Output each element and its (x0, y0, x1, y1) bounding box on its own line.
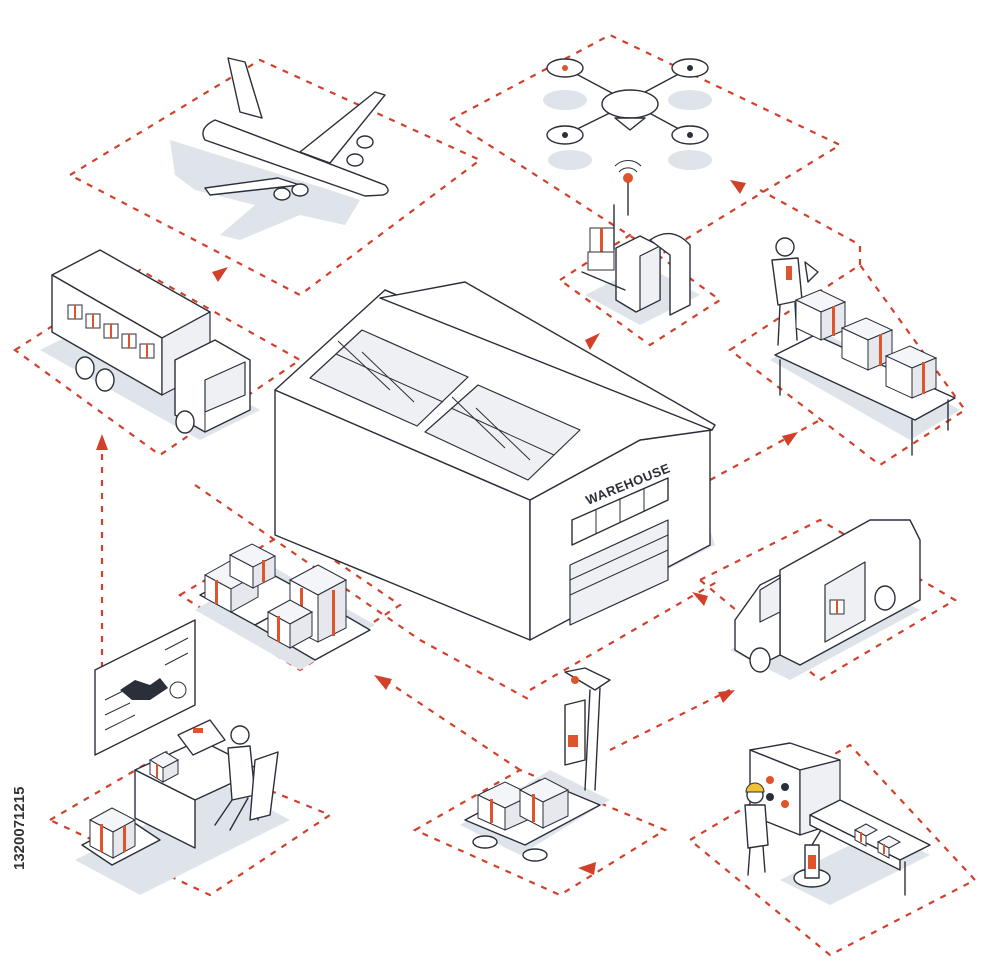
laptop-icon (177, 719, 226, 756)
box-stack-2 (266, 564, 348, 649)
route-truck-area (13, 268, 303, 457)
engineer-icon (744, 782, 769, 876)
drone-icon (543, 58, 712, 170)
packing-worker-icon (770, 237, 960, 456)
truck-icon (40, 249, 260, 440)
route-van-to-jack (609, 689, 731, 751)
arrow-to-packing (782, 432, 798, 446)
flow-arrows (96, 180, 798, 875)
electric-forklift-icon (581, 160, 700, 325)
skylight-right (424, 384, 581, 481)
route-jack-to-pallets (384, 679, 521, 771)
arrow-truck-to-plane (212, 267, 228, 282)
delivery-van-icon (730, 519, 921, 680)
pallet-jack-icon (460, 667, 611, 862)
route-pallet-jack-area (412, 768, 668, 897)
operator-icon (214, 725, 256, 831)
parcel-1-icon (794, 289, 847, 341)
box-stack-1 (203, 543, 277, 613)
route-drone-area (447, 33, 843, 257)
wall-dashboard-icon (94, 619, 196, 756)
propeller-4-icon (671, 125, 709, 145)
arrow-to-drone (730, 180, 746, 194)
pallets-icon (195, 543, 375, 670)
skylight-left (309, 329, 469, 427)
jack-parcels (476, 777, 570, 831)
parcel-3-icon (884, 345, 938, 399)
warehouse-building: WAREHOUSE (274, 281, 716, 641)
route-packing-area (728, 263, 967, 467)
arrow-to-forklift (585, 333, 600, 350)
arrow-to-van (718, 690, 735, 703)
propeller-2-icon (671, 58, 709, 78)
conveyor-belt-icon (809, 799, 931, 896)
arrow-office-up (96, 434, 108, 450)
stock-id-watermark: 1320071215 (11, 787, 28, 870)
office-monitor-icon (75, 619, 290, 895)
conveyor-robot-icon (744, 742, 931, 905)
route-drone-down (759, 189, 862, 265)
office-parcels (81, 751, 180, 866)
arrow-factory-to-jack (578, 862, 596, 875)
route-warehouse-right (709, 419, 821, 481)
route-warehouse-bottom (529, 579, 721, 691)
route-airplane-area (67, 58, 483, 297)
propeller-3-icon (546, 125, 584, 145)
airplane-icon (170, 57, 389, 240)
route-lines (13, 33, 977, 957)
propeller-1-icon (546, 58, 584, 78)
route-warehouse-left (194, 484, 531, 701)
world-map-icon (120, 678, 168, 700)
route-van-area (698, 518, 958, 682)
route-pallets-area (177, 528, 402, 672)
stock-id-text: 1320071215 (11, 787, 28, 870)
arrow-to-pallets (374, 675, 392, 690)
arrow-van-to-warehouse (692, 592, 708, 606)
route-office-area (47, 748, 333, 897)
robot-arm-icon (793, 814, 831, 888)
